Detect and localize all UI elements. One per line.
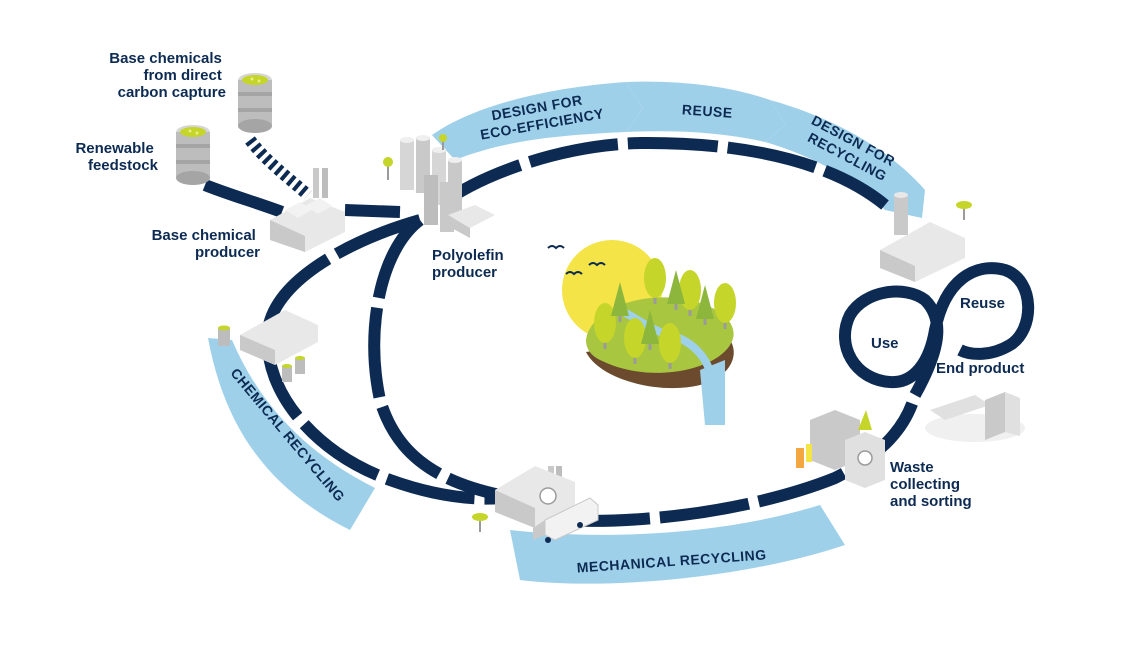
bird-icon [547, 245, 565, 250]
barrel-icon [238, 73, 272, 133]
band-reuse: REUSE [626, 81, 785, 142]
outer-loop-left-arrow [261, 214, 501, 505]
waterfall-icon [700, 360, 725, 425]
label-polyolefin-producer: Polyolefin producer [432, 247, 508, 281]
recycle-icon [857, 450, 873, 466]
band-label-reuse: REUSE [681, 101, 733, 121]
label-reuse: Reuse [960, 295, 1005, 312]
product-factory-icon [880, 192, 972, 282]
use-reuse-loop [839, 262, 1035, 398]
mechanical-recycling-factory-icon [495, 466, 575, 528]
label-end-product: End product [936, 360, 1024, 377]
recycle-icon [539, 487, 557, 505]
cycle-arrows [202, 136, 921, 527]
label-waste-collecting: Waste collecting and sorting [890, 459, 972, 510]
chemical-recycling-plant-icon [218, 310, 318, 382]
label-renewable-feedstock: Renewable feedstock [75, 140, 158, 174]
tree-icon [383, 134, 447, 180]
label-use: Use [871, 335, 899, 352]
label-base-chemical-producer: Base chemical producer [152, 227, 261, 261]
island-soil [586, 340, 734, 389]
base-to-polyolefin-arrow [344, 204, 401, 218]
inner-loop-arrow [368, 215, 502, 501]
outer-loop-top-arrow [436, 136, 889, 210]
package-icon [925, 392, 1025, 442]
base-chemical-factory-icon [270, 168, 345, 252]
renewable-to-base-arrow [202, 179, 285, 218]
central-island-illustration [547, 240, 736, 425]
truck-icon [533, 497, 599, 543]
tree-icon [472, 513, 488, 532]
bird-icon [565, 271, 583, 276]
bin-icon [796, 410, 885, 488]
band-mechanical-recycling: MECHANICAL RECYCLING [510, 505, 845, 584]
label-base-chemicals-dca: Base chemicals from direct carbon captur… [109, 50, 226, 101]
dca-feed-arrow [245, 136, 312, 200]
bird-icon [588, 262, 606, 267]
band-design-eco-efficiency: DESIGN FOR ECO-EFFICIENCY [432, 82, 643, 160]
barrel-icon [176, 125, 210, 185]
polyolefin-silo-icon [400, 135, 495, 238]
bottom-loop-arrow [559, 393, 921, 527]
